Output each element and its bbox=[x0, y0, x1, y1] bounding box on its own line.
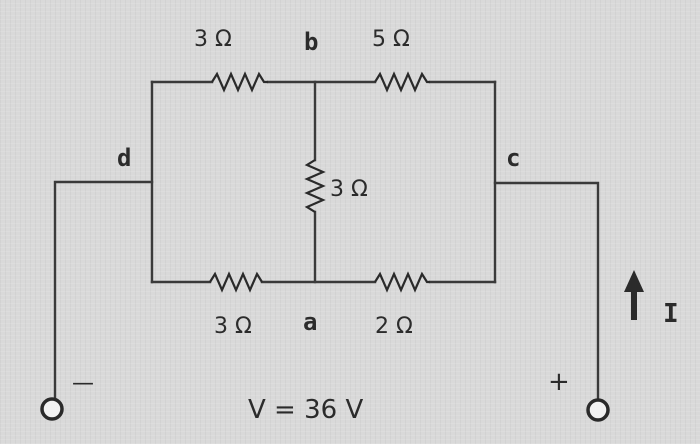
current-label: I bbox=[663, 299, 679, 329]
node-label-a: a bbox=[303, 308, 317, 336]
terminal-negative bbox=[40, 397, 64, 421]
label-bottom-left-resistor: 3 Ω bbox=[214, 314, 252, 339]
negative-sign: — bbox=[72, 371, 94, 396]
label-middle-resistor: 3 Ω bbox=[330, 177, 368, 202]
resistor-top-left bbox=[211, 71, 268, 93]
label-bottom-right-resistor: 2 Ω bbox=[375, 314, 413, 339]
resistor-top-right bbox=[374, 71, 430, 93]
label-top-right-resistor: 5 Ω bbox=[372, 27, 410, 52]
wire-lead-negative bbox=[53, 180, 154, 400]
resistor-bottom-left bbox=[209, 271, 263, 293]
positive-sign: + bbox=[548, 367, 570, 397]
resistor-bottom-right bbox=[374, 271, 430, 293]
resistor-middle bbox=[304, 159, 326, 213]
node-label-d: d bbox=[117, 144, 131, 172]
terminal-positive bbox=[586, 398, 610, 422]
node-label-c: c bbox=[506, 144, 520, 172]
source-voltage-label: V = 36 V bbox=[248, 395, 363, 425]
node-label-b: b bbox=[304, 28, 318, 56]
current-arrow-icon bbox=[624, 270, 644, 320]
wire-lead-positive bbox=[493, 181, 600, 402]
label-top-left-resistor: 3 Ω bbox=[194, 27, 232, 52]
wires bbox=[53, 80, 600, 402]
